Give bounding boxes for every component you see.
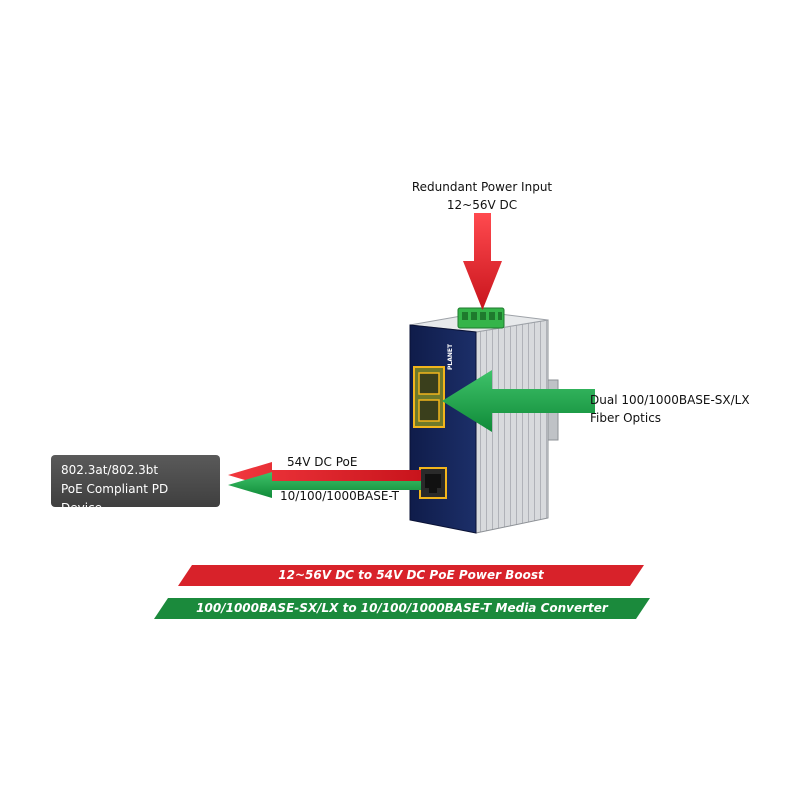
poe-arrow: [228, 462, 421, 488]
base-t-arrow: [228, 472, 421, 498]
terminal-block: [457, 307, 505, 329]
sfp-ports: [413, 366, 445, 428]
poe-label: 54V DC PoE: [287, 455, 358, 469]
front-panel: [409, 324, 477, 534]
power-input-title: Redundant Power Input: [411, 180, 553, 194]
rj45-port: [419, 467, 447, 499]
pd-device-standard: 802.3at/802.3bt: [61, 463, 159, 477]
media-converter-device: PLANET: [409, 307, 559, 534]
fiber-optics-label: Dual 100/1000BASE-SX/LX Fiber Optics: [590, 391, 750, 427]
power-input-arrow: [463, 213, 502, 310]
fiber-arrow: [442, 370, 595, 432]
power-input-voltage: 12~56V DC: [446, 198, 518, 212]
power-boost-banner: 12~56V DC to 54V DC PoE Power Boost: [178, 565, 644, 586]
pd-device-box: 802.3at/802.3bt PoE Compliant PD Device: [51, 455, 220, 515]
media-converter-banner: 100/1000BASE-SX/LX to 10/100/1000BASE-T …: [154, 598, 650, 619]
brand-logo: PLANET: [447, 343, 454, 370]
pd-device-description: PoE Compliant PD Device: [61, 482, 169, 515]
fiber-optics-subtitle: Fiber Optics: [590, 411, 662, 425]
power-input-label: Redundant Power Input 12~56V DC: [412, 178, 552, 214]
fiber-optics-title: Dual 100/1000BASE-SX/LX: [590, 393, 750, 407]
base-t-label: 10/100/1000BASE-T: [280, 489, 399, 503]
